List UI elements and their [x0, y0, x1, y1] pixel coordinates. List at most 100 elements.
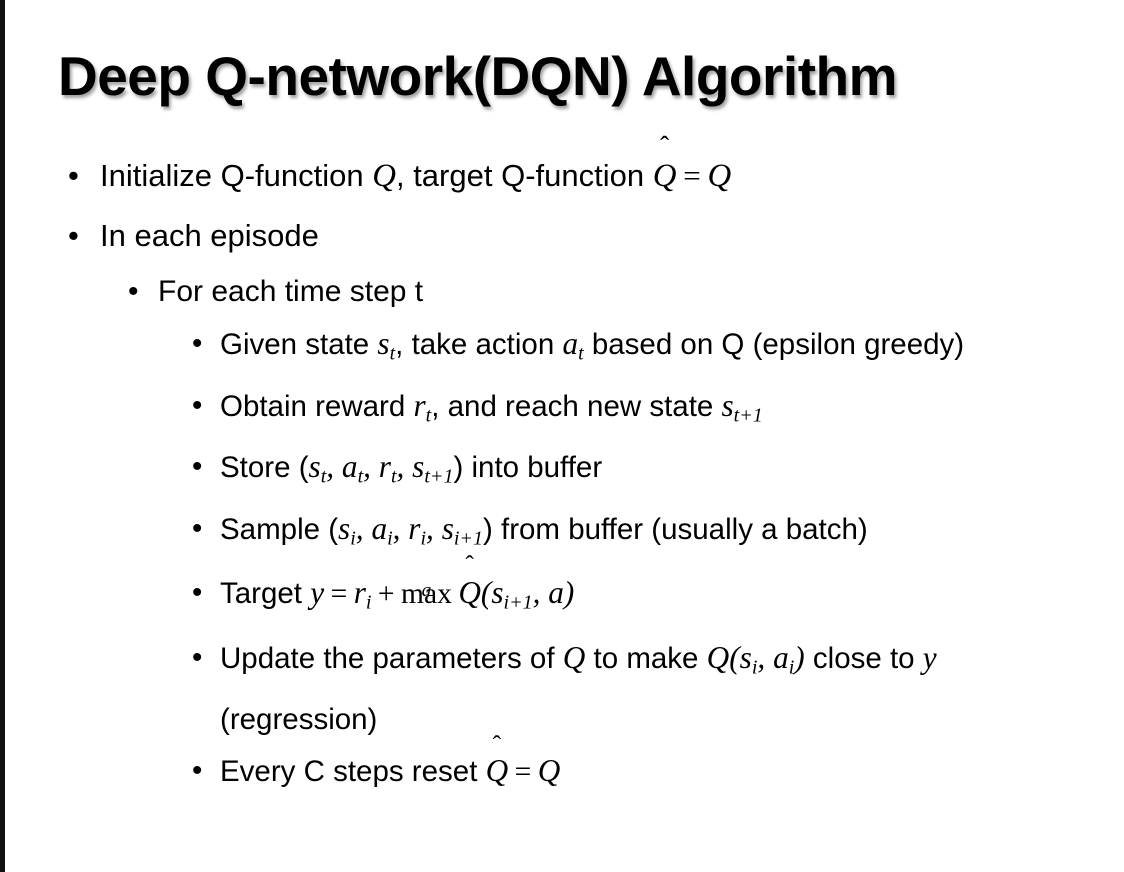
math-s2: s	[441, 510, 454, 546]
text-fragment: to make	[585, 642, 707, 676]
bullet-marker: •	[192, 388, 203, 422]
text-fragment: , target Q-function	[395, 158, 653, 193]
math-q-hat: ̂Q	[458, 575, 481, 611]
bullet-update-parameters: • Update the parameters of Q to make Q(s…	[0, 632, 1124, 745]
math-subscript: t	[578, 342, 584, 365]
math-q2: Q	[707, 158, 732, 194]
math-subscript: t+1	[424, 465, 454, 488]
page-title: Deep Q-network(DQN) Algorithm	[58, 45, 898, 107]
text-fragment: Obtain reward	[220, 389, 414, 423]
math-y: y	[310, 575, 325, 611]
text-fragment: Target	[220, 577, 311, 611]
bullet-obtain-reward: • Obtain reward rt, and reach new state …	[0, 380, 1124, 442]
text-fragment: ) into buffer	[453, 451, 603, 485]
math-q-hat: ̂Q	[485, 752, 509, 788]
bullet-store-transition: • Store (st, at, rt, st+1) into buffer	[0, 441, 1124, 503]
text-fragment: based on Q (epsilon greedy)	[583, 328, 965, 361]
math-comma: ,	[426, 510, 442, 546]
bullet-text: For each time step t	[158, 275, 424, 308]
math-a: a	[562, 326, 579, 361]
bullet-marker: •	[128, 275, 139, 308]
math-subscript: t	[357, 465, 364, 488]
math-subscript: i+1	[503, 592, 533, 615]
math-r: r	[408, 510, 421, 546]
math-s: s	[308, 449, 321, 485]
math-paren-open: (	[729, 640, 740, 676]
bullet-marker: •	[192, 327, 203, 360]
math-s: s	[377, 326, 390, 361]
math-q: Q	[537, 752, 561, 788]
math-r: r	[413, 387, 426, 423]
math-comma: ,	[396, 449, 413, 485]
bullet-marker: •	[192, 450, 203, 484]
text-fragment: Initialize Q-function	[100, 158, 373, 193]
math-s: s	[338, 510, 351, 546]
math-subscript: i	[350, 527, 356, 550]
math-equals: =	[514, 755, 532, 788]
bullet-text: Target y=ri+maxâQ(si+1, a)	[220, 564, 1100, 632]
math-q: Q	[562, 640, 586, 676]
math-comma: ,	[326, 449, 342, 485]
math-r: r	[353, 575, 366, 611]
slide-left-edge-bar	[0, 0, 5, 872]
bullet-text: In each episode	[100, 218, 319, 253]
math-equals: =	[683, 158, 701, 193]
math-comma: ,	[363, 449, 379, 485]
math-subscript: t	[389, 342, 396, 365]
math-r: r	[378, 449, 391, 485]
math-subscript: i	[420, 527, 427, 550]
math-paren-close: )	[563, 575, 575, 611]
math-max-limit: a	[421, 580, 432, 602]
math-q: Q	[372, 158, 396, 194]
math-subscript: i	[387, 527, 393, 550]
bullet-marker: •	[192, 576, 203, 610]
bullet-sample-batch: • Sample (si, ai, ri, si+1) from buffer …	[0, 503, 1124, 565]
math-s: s	[739, 640, 752, 676]
text-fragment: (regression)	[220, 702, 378, 736]
math-comma: ,	[757, 640, 774, 676]
math-s: s	[721, 387, 734, 423]
text-fragment: Given state	[220, 328, 378, 361]
bullet-in-each-episode: • In each episode	[0, 206, 1124, 266]
text-fragment: ) from buffer (usually a batch)	[482, 512, 868, 546]
math-s: s	[491, 575, 504, 611]
math-plus: +	[377, 578, 395, 611]
math-comma: ,	[532, 575, 549, 611]
math-a: a	[371, 510, 388, 546]
math-a: a	[548, 575, 564, 611]
math-paren-open: (	[480, 575, 492, 611]
bullet-given-state: • Given state st, take action at based o…	[0, 318, 1124, 380]
bullet-text: Store (st, at, rt, st+1) into buffer	[220, 441, 1100, 503]
text-fragment: , and reach new state	[431, 389, 722, 423]
bullet-initialize: • Initialize Q-function Q, target Q-func…	[0, 146, 1124, 206]
math-subscript: t	[320, 465, 327, 488]
bullet-text: Update the parameters of Q to make Q(si,…	[220, 632, 1100, 745]
math-subscript: i+1	[453, 527, 483, 550]
bullet-text: Given state st, take action at based on …	[220, 318, 1100, 380]
bullet-text: Obtain reward rt, and reach new state st…	[220, 380, 1100, 442]
math-subscript: t	[425, 404, 432, 427]
bullet-marker: •	[68, 218, 79, 253]
math-q2: Q	[706, 640, 730, 676]
math-subscript: i	[751, 656, 758, 679]
math-s2: s	[412, 449, 425, 485]
math-subscript: t	[390, 465, 397, 488]
math-y: y	[922, 640, 937, 676]
text-fragment: , take action	[395, 328, 563, 361]
math-a: a	[773, 640, 789, 676]
text-fragment: close to	[804, 642, 923, 676]
bullet-marker: •	[192, 641, 203, 675]
math-equals: =	[330, 578, 348, 611]
math-subscript: i	[788, 656, 795, 679]
bullet-marker: •	[192, 753, 203, 787]
bullet-marker: •	[68, 158, 79, 193]
bullet-target-equation: • Target y=ri+maxâQ(si+1, a)	[0, 564, 1124, 632]
math-a: a	[341, 449, 358, 485]
math-subscript: t+1	[733, 404, 763, 427]
math-subscript: i	[365, 592, 372, 615]
math-comma: ,	[355, 510, 372, 546]
math-paren-close: )	[794, 640, 805, 676]
bullet-text: Every C steps reset ̂Q=Q	[220, 745, 1100, 798]
